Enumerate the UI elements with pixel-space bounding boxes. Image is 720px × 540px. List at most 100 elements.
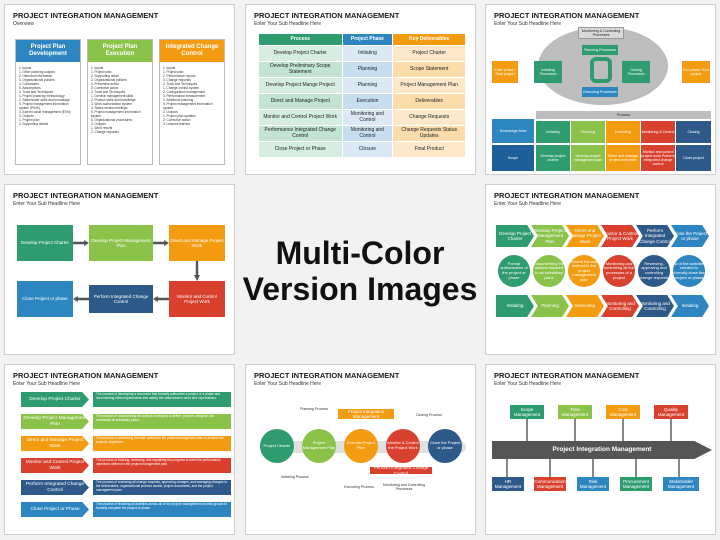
knowledge-box: Cost Management [606,405,640,419]
knowledge-box: Procurement Management [620,477,652,491]
slide-knowledge-areas[interactable]: PROJECT INTEGRATION MANAGEMENT Enter You… [485,364,716,535]
executing-label: Executing Processes [582,87,618,97]
process-table: Process Project Phase Key Deliverables D… [258,33,466,158]
slide-subtitle: Enter Your Sub Headline Here [13,201,80,207]
cycle-circle: Project Charter [260,429,294,463]
chevron: Perform Integrated Change Control [636,225,674,247]
flow-end: Exit phase / End project [682,61,710,83]
description-row: Develop Project Charter The process of d… [21,392,231,407]
connector-line [678,459,680,477]
chevron: Develop Project Charter [496,225,534,247]
closing-label: Closing Process [416,413,442,417]
chevron: Monitor & Control Project Work [601,225,639,247]
table-cell: Planning [341,77,394,94]
description-row: Perform Integrated Change Control The pr… [21,480,231,495]
knowledge-area-label: Knowledge Area [492,119,534,143]
connector-line [670,419,672,441]
main-arrow: Project Integration Management [492,441,712,459]
cycle-arrows-icon [590,57,612,83]
circle: Monitoring and controlling all the proce… [603,255,635,287]
slide-title: PROJECT INTEGRATION MANAGEMENT [13,371,159,380]
slide-subtitle: Enter Your Sub Headline Here [494,21,561,27]
connector-line [635,459,637,477]
circle: Documenting the actions required to all … [533,255,565,287]
scope-cell: Direct and manage project execution [606,145,640,171]
slide-process-descriptions[interactable]: PROJECT INTEGRATION MANAGEMENT Enter You… [4,364,235,535]
table-cell: Scope Statement [392,61,466,78]
table-cell: Final Product [392,141,466,158]
slide-title: PROJECT INTEGRATION MANAGEMENT [13,191,159,200]
chevron-bottom: Initiating [671,295,709,317]
chevron: Close the Project or phase [671,225,709,247]
chevron-bottom: Executing [566,295,604,317]
table-header: Key Deliverables [392,33,466,46]
table-cell: Planning [341,61,394,78]
chevron-bottom: Planning [531,295,569,317]
column-body: 1. Inputs 1. Project plan 2. Performance… [163,66,213,126]
slide-overview[interactable]: PROJECT INTEGRATION MANAGEMENT Overview … [4,4,235,175]
executing-label: Executing Process [344,485,374,489]
phase-cell: Monitoring & Control [641,121,675,143]
row-label: Develop Project Management Plan [21,414,89,429]
chevron: Direct and Manage Project Work [566,225,604,247]
slide-title: PROJECT INTEGRATION MANAGEMENT [494,371,640,380]
table-header: Project Phase [341,33,394,46]
slide-subtitle: Enter Your Sub Headline Here [494,201,561,207]
table-cell: Monitor and Control Project Work [258,109,343,126]
table-cell: Develop Project Charter [258,45,343,62]
row-label: Perform Integrated Change Control [21,480,89,495]
monitoring-label: Monitoring and Controlling Processes [383,483,425,492]
arrow-right-icon [73,240,89,246]
flow-box: Close Project or phase [17,281,73,317]
planning-label: Planning Process [300,407,328,411]
slide-subtitle: Overview [13,21,34,27]
slide-flow-boxes[interactable]: PROJECT INTEGRATION MANAGEMENT Enter You… [4,184,235,355]
slide-subtitle: Enter Your Sub Headline Here [254,381,321,387]
slide-chevrons[interactable]: PROJECT INTEGRATION MANAGEMENT Enter You… [485,184,716,355]
knowledge-box: Stakeholder Management [663,477,699,491]
connector-line [622,419,624,441]
column-heading: Integrated Change Control [160,40,224,62]
arrow-left-icon [153,296,169,302]
column-heading: Project Plan Development [16,40,80,62]
slide-process-table[interactable]: PROJECT INTEGRATION MANAGEMENT Enter You… [245,4,476,175]
scope-cell: Close project [676,145,711,171]
phase-cell: Closing [676,121,711,143]
chevron-bottom: Monitoring and Controlling [601,295,639,317]
flow-box: Monitor and Control Project Work [169,281,225,317]
chevron-bottom: Initiating [496,295,534,317]
table-cell: Deliverables [392,93,466,110]
change-control-bar: Perform Integrated Change Control [370,465,432,476]
slide-title: PROJECT INTEGRATION MANAGEMENT [494,191,640,200]
knowledge-box: Quality Management [654,405,688,419]
table-cell: Change Requests Status Updates [392,125,466,142]
phase-cell: Planning [571,121,605,143]
slide-process-cycle[interactable]: PROJECT INTEGRATION MANAGEMENT Enter You… [245,364,476,535]
flow-closing: Closing Processes [622,61,650,83]
cycle-circle: Close the Project or phase [428,429,462,463]
column-body: 1. Inputs 1. Project plan 2. Supporting … [91,66,141,134]
knowledge-box: Scope Management [510,405,544,419]
flow-box: Direct and Manage Project Work [169,225,225,261]
scope-label: Scope [492,145,534,171]
table-cell: Closure [341,141,394,158]
table-cell: Initiating [341,45,394,62]
flow-box: Perform Integrated Change Control [89,285,153,313]
phase-cell: Initiating [536,121,570,143]
knowledge-box: HR Management [492,477,524,491]
description-row: Develop Project Management Plan The proc… [21,414,231,429]
cycle-circle: Monitor & Control the Project Work [386,429,420,463]
cycle-circle: Execute Project Plan [344,429,378,463]
circle: Formal authorization of the project or p… [498,255,530,287]
row-description: The process of finalizing all activities… [93,502,231,517]
slide-process-groups[interactable]: PROJECT INTEGRATION MANAGEMENT Enter You… [485,4,716,175]
table-cell: Close Project or Phase [258,141,343,158]
table-header-row: Process Project Phase Key Deliverables [258,33,466,46]
initiating-label: Initiating Process [281,475,309,479]
description-row: Direct and Manage Project Work The proce… [21,436,231,451]
